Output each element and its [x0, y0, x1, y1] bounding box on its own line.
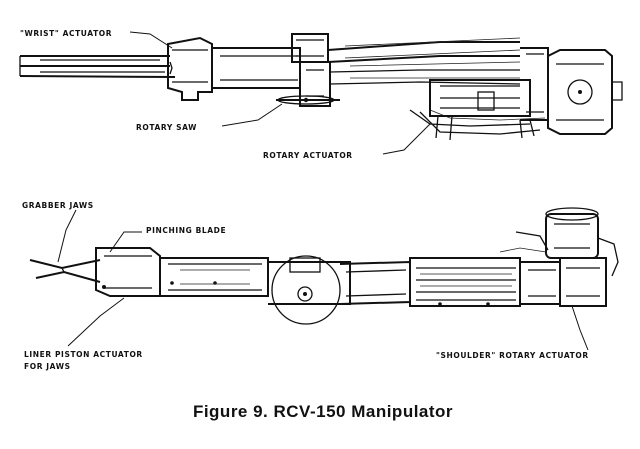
bottom-view-manipulator [29, 207, 619, 325]
label-liner-piston-for-jaws: FOR JAWS [24, 362, 71, 371]
label-rotary-saw: ROTARY SAW [136, 123, 197, 132]
top-view-manipulator [19, 33, 623, 141]
bottom-view-leaders [57, 209, 589, 351]
label-wrist-actuator: "WRIST" ACTUATOR [20, 29, 112, 38]
figure-caption: Figure 9. RCV-150 Manipulator [193, 402, 453, 421]
label-pinching-blade: PINCHING BLADE [146, 226, 226, 235]
top-view-leaders [129, 31, 431, 155]
label-shoulder-rotary-actuator: "SHOULDER" ROTARY ACTUATOR [436, 351, 589, 360]
label-rotary-actuator: ROTARY ACTUATOR [263, 151, 353, 160]
label-liner-piston-actuator: LINER PISTON ACTUATOR [24, 350, 143, 359]
label-grabber-jaws: GRABBER JAWS [22, 201, 94, 210]
